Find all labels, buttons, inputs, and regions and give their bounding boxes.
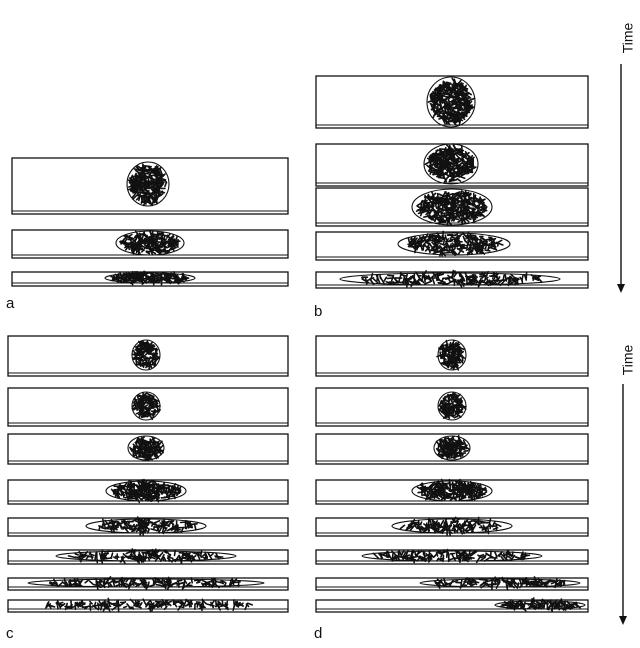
panel-b-cluster-1: [427, 77, 475, 127]
time-arrow-bottom-head: [619, 616, 627, 625]
panel-b-cluster-4: [398, 231, 510, 255]
panel-c-cluster-5: [86, 517, 206, 535]
panel-c-cluster-3: [128, 436, 164, 460]
panel-d-cluster-7: [420, 577, 580, 590]
panel-b-cluster-2: [424, 144, 478, 184]
panel-b-cluster-3: [412, 189, 492, 225]
panel-d-cluster-4: [412, 480, 492, 502]
panel-c-cluster-4: [106, 480, 186, 503]
panel-a-cluster-2: [116, 231, 184, 255]
panel-d-layer-6: [316, 550, 588, 564]
panel-label-c: c: [6, 626, 14, 641]
panel-label-a: a: [6, 296, 14, 311]
panel-b-cluster-5: [340, 271, 560, 287]
panel-label-b: b: [314, 304, 322, 319]
time-axis-label-bottom: Time: [620, 345, 634, 376]
panel-label-d: d: [314, 626, 322, 641]
panel-d-cluster-3: [434, 436, 470, 460]
panel-d-cluster-2: [438, 392, 466, 420]
time-arrow-top-head: [617, 284, 625, 293]
panel-d-cluster-1: [437, 340, 466, 370]
time-axis-label-top: Time: [620, 23, 634, 54]
panel-a-cluster-1: [127, 162, 169, 206]
panel-c-cluster-7: [28, 577, 264, 590]
panel-c-cluster-2: [132, 392, 160, 420]
panel-c-cluster-1: [132, 340, 160, 370]
